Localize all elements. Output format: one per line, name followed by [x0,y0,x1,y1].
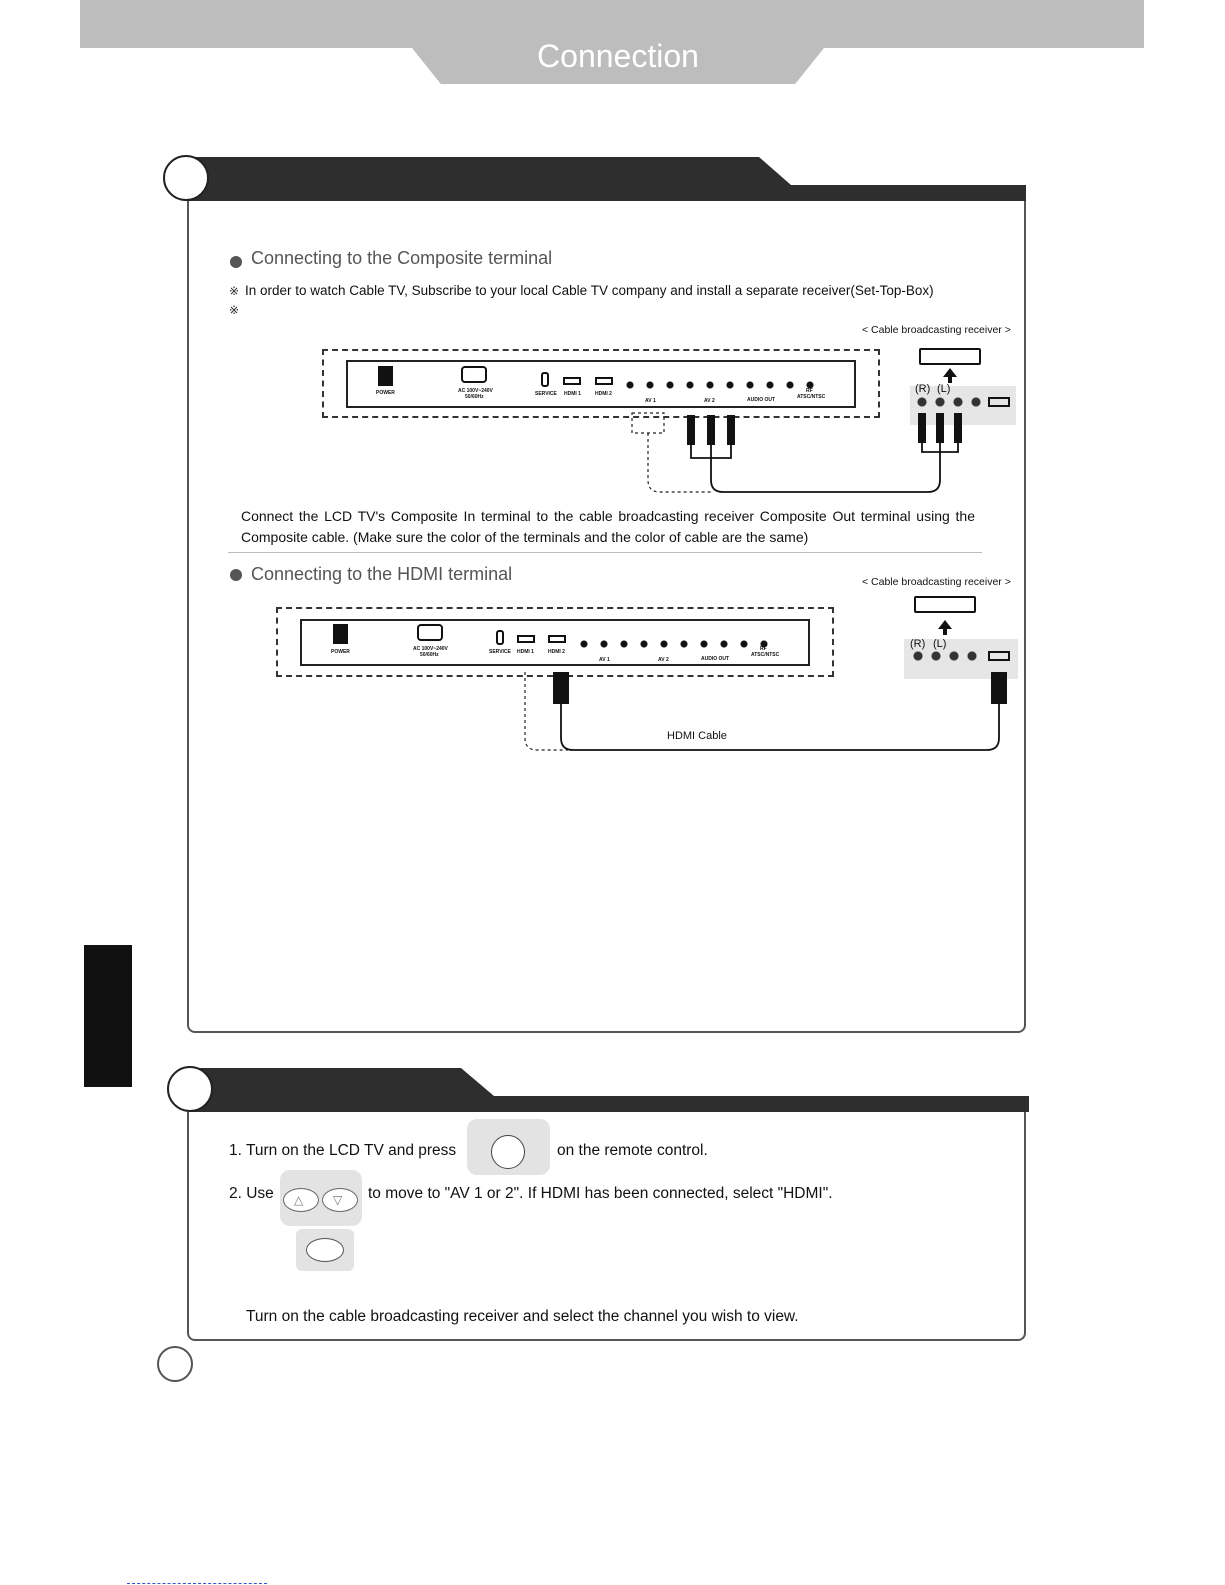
composite-heading: Connecting to the Composite terminal [251,248,553,268]
hdmi-plug-left [553,672,569,704]
cable-note: In order to watch Cable TV, Subscribe to… [245,283,934,298]
hdmi2-label: HDMI 2 [548,649,565,655]
header-bar [80,0,1144,48]
receiver-r-label: (R) [915,383,931,395]
atsc-label: ATSC/NTSC [751,652,780,658]
ac-inlet-icon [461,366,487,383]
hdmi1-port-icon [563,377,581,385]
receiver-jacks [913,651,983,661]
arrow-up-stem [948,376,952,383]
av2-label: AV 2 [658,657,669,663]
tv-rear-panel [322,349,880,418]
hdmi2-port-icon [595,377,613,385]
page-number-circle [157,1346,193,1382]
hdmi1-port-icon [517,635,535,643]
dashed-guide-line [524,672,568,751]
step2-text-end: to move to "AV 1 or 2". If HDMI has been… [368,1185,833,1202]
step2-text: 2. Use [229,1185,274,1202]
header-tab [412,48,824,84]
composite-description: Connect the LCD TV's Composite In termin… [241,508,975,545]
hdmi1-label: HDMI 1 [564,391,581,397]
service-port-icon [496,630,504,645]
receiver-r-label: (R) [910,638,926,650]
receiver-label: < Cable broadcasting receiver > [862,324,1011,336]
step1-text: 1. Turn on the LCD TV and press [229,1142,457,1159]
hdmi2-label: HDMI 2 [595,391,612,397]
receiver-l-label: (L) [937,383,951,395]
bottom-link-line [127,1583,267,1584]
av1-label: AV 1 [645,398,656,404]
receiver-jacks [917,397,987,407]
av2-label: AV 2 [704,398,715,404]
section1-number-circle [163,155,209,201]
note-icon: ※ [229,303,240,317]
arrow-up-stem [943,628,947,635]
hdmi2-port-icon [548,635,566,643]
receiver-hdmi-port-icon [988,397,1010,407]
dashed-guide-line [647,433,712,493]
service-label: SERVICE [535,391,557,397]
down-arrow-icon [322,1188,358,1212]
ac-inlet-icon [417,624,443,641]
rca-plugs-left [687,415,735,445]
side-tab [84,945,132,1087]
av1-label: AV 1 [599,657,610,663]
rf-label: RF [806,388,813,394]
power-label: POWER [376,390,395,396]
ac-label: AC 100V~240V [413,646,448,652]
up-arrow-icon [283,1188,319,1212]
composite-cable-line [690,443,959,493]
source-button-icon [491,1135,525,1169]
arrow-up-icon [938,620,952,629]
set-top-box-icon [914,596,976,613]
section1-box [187,201,1026,1033]
ac-label: AC 100V~240V [458,388,493,394]
composite-cables [631,412,962,493]
receiver-label: < Cable broadcasting receiver > [862,576,1011,588]
rca-plugs-right [918,413,962,443]
hdmi-cable-label: HDMI Cable [667,730,727,742]
hdmi1-label: HDMI 1 [517,649,534,655]
hdmi-cables [524,672,1007,751]
service-label: SERVICE [489,649,511,655]
note-icon: ※ [229,284,240,298]
receiver-l-label: (L) [933,638,947,650]
up-arrow-glyph: △ [294,1193,304,1207]
power-label: POWER [331,649,350,655]
hdmi-heading: Connecting to the HDMI terminal [251,564,513,584]
arrow-up-icon [943,368,957,377]
enter-button-icon [306,1238,344,1262]
ac-hz-label: 50/60Hz [465,394,484,400]
section2-box [187,1112,1026,1341]
power-switch-icon [333,624,348,644]
power-switch-icon [378,366,393,386]
jack-row [580,640,780,648]
page-title: Connection [537,38,699,74]
bullet-icon [230,256,242,268]
hdmi-plug-right [991,672,1007,704]
service-port-icon [541,372,549,387]
bullet-icon [230,569,242,581]
rf-label: RF [760,646,767,652]
receiver-hdmi-port-icon [988,651,1010,661]
audio-out-label: AUDIO OUT [701,656,730,662]
final-step-text: Turn on the cable broadcasting receiver … [246,1308,799,1325]
dashed-highlight [631,412,665,434]
section-divider [228,552,982,553]
section2-bar [189,1068,1029,1112]
ac-hz-label: 50/60Hz [420,652,439,658]
hdmi-cable-line [560,704,1000,751]
section2-number-circle [167,1066,213,1112]
atsc-label: ATSC/NTSC [797,394,826,400]
step1-text-end: on the remote control. [557,1142,708,1159]
set-top-box-icon [919,348,981,365]
down-arrow-glyph: ▽ [333,1193,343,1207]
jack-row [626,381,826,389]
audio-out-label: AUDIO OUT [747,397,776,403]
